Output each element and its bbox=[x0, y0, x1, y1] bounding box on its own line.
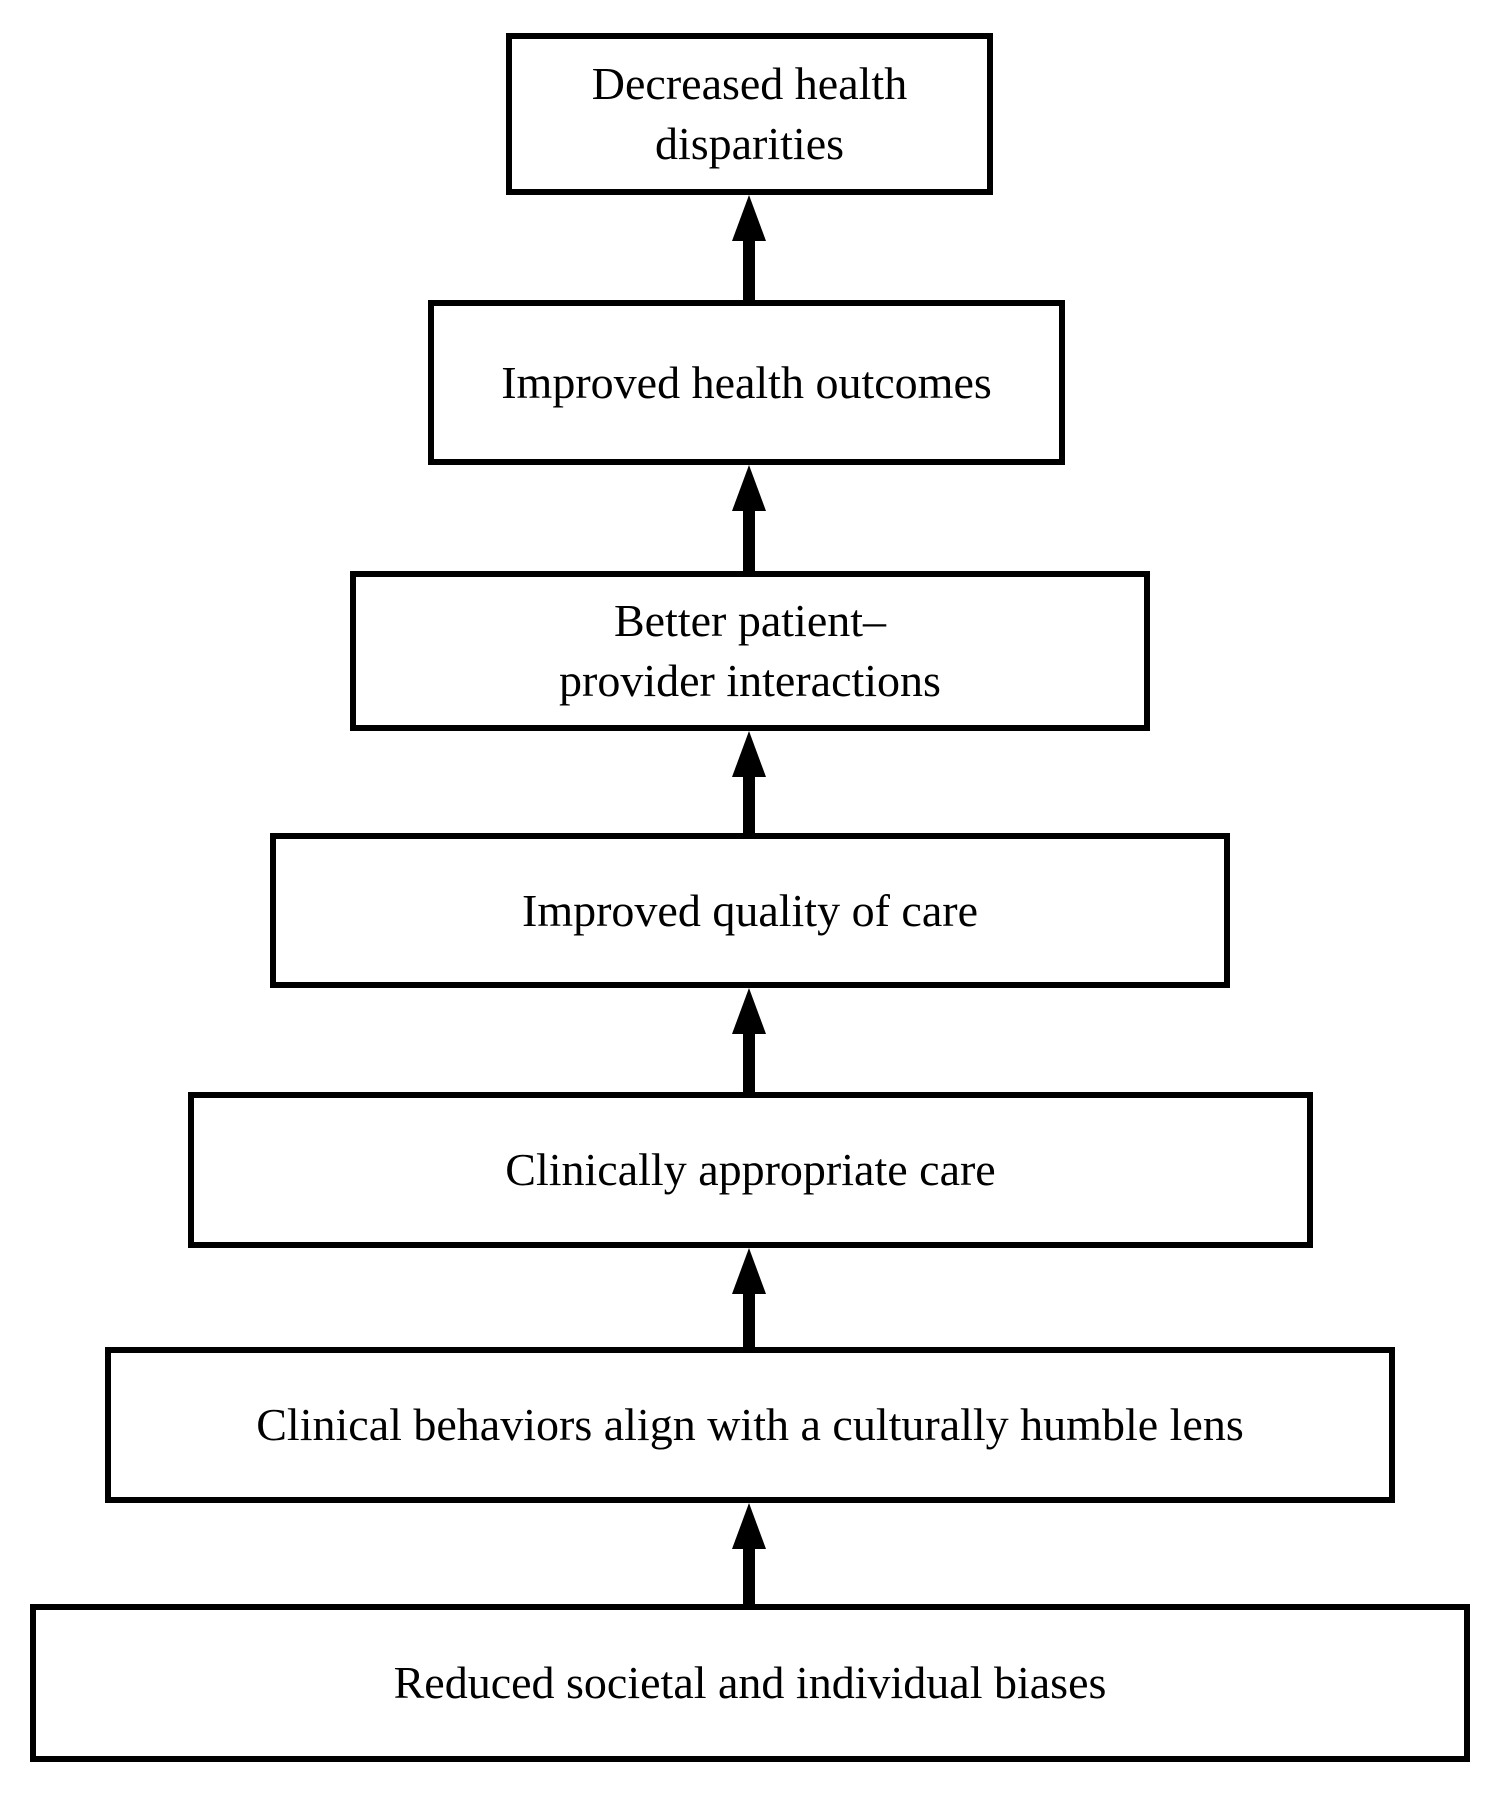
box-label: Improved health outcomes bbox=[501, 356, 992, 408]
box-label: Clinical behaviors align with a cultural… bbox=[256, 1399, 1244, 1451]
box-label: Clinically appropriate care bbox=[505, 1144, 996, 1196]
box-label: Better patient– provider interactions bbox=[559, 595, 941, 706]
box-label: Reduced societal and individual biases bbox=[393, 1657, 1107, 1709]
box-reduced-societal-and-individual-biases: Reduced societal and individual biases bbox=[30, 1604, 1470, 1762]
box-improved-quality-of-care: Improved quality of care bbox=[270, 833, 1230, 988]
box-improved-health-outcomes: Improved health outcomes bbox=[428, 300, 1065, 465]
flow-arrow-to-improved-quality-of-care bbox=[732, 988, 766, 1092]
flow-arrow-to-clinically-appropriate-care bbox=[732, 1248, 766, 1347]
box-decreased-health-disparities: Decreased health disparities bbox=[506, 33, 993, 195]
flow-arrow-to-better-patient-provider-interactions bbox=[732, 731, 766, 833]
box-better-patient-provider-interactions: Better patient– provider interactions bbox=[350, 571, 1150, 731]
box-clinical-behaviors-align: Clinical behaviors align with a cultural… bbox=[105, 1347, 1395, 1503]
box-label: Improved quality of care bbox=[522, 884, 978, 936]
flow-arrow-to-clinical-behaviors-align bbox=[732, 1503, 766, 1604]
box-clinically-appropriate-care: Clinically appropriate care bbox=[188, 1092, 1313, 1248]
flow-arrow-to-decreased-health-disparities bbox=[732, 195, 766, 300]
flow-arrow-to-improved-health-outcomes bbox=[732, 465, 766, 571]
box-label: Decreased health disparities bbox=[591, 58, 908, 169]
